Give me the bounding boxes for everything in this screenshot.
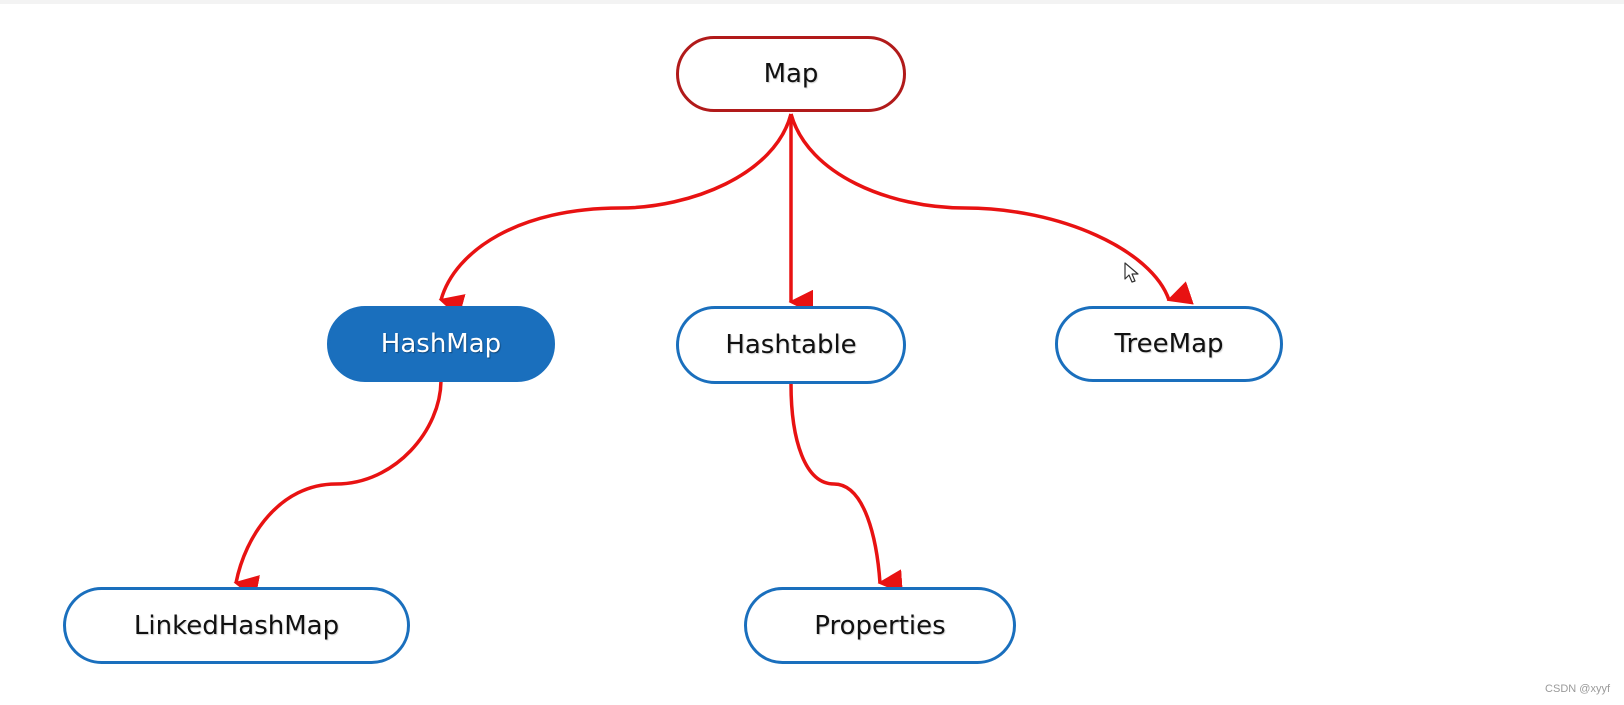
edge-hashtable-properties	[789, 383, 903, 594]
node-hashmap: HashMap	[327, 306, 555, 382]
node-hashtable: Hashtable	[676, 306, 906, 384]
edge-map-treemap	[789, 113, 1194, 305]
node-treemap: TreeMap	[1055, 306, 1283, 382]
node-treemap-label: TreeMap	[1114, 329, 1224, 359]
edge-map-hashmap	[438, 113, 793, 318]
node-hashmap-label: HashMap	[380, 329, 502, 359]
node-map-label: Map	[763, 59, 819, 89]
node-properties-label: Properties	[814, 610, 946, 641]
mouse-pointer-icon	[1124, 262, 1139, 283]
node-map: Map	[676, 36, 906, 112]
node-linkedhashmap: LinkedHashMap	[63, 587, 410, 664]
node-linkedhashmap-label: LinkedHashMap	[133, 610, 340, 641]
top-strip	[0, 0, 1624, 4]
edge-hashmap-linkedhashmap	[233, 379, 443, 600]
watermark: CSDN @xyyf	[1545, 683, 1610, 695]
node-properties: Properties	[744, 587, 1016, 664]
node-hashtable-label: Hashtable	[725, 330, 857, 360]
